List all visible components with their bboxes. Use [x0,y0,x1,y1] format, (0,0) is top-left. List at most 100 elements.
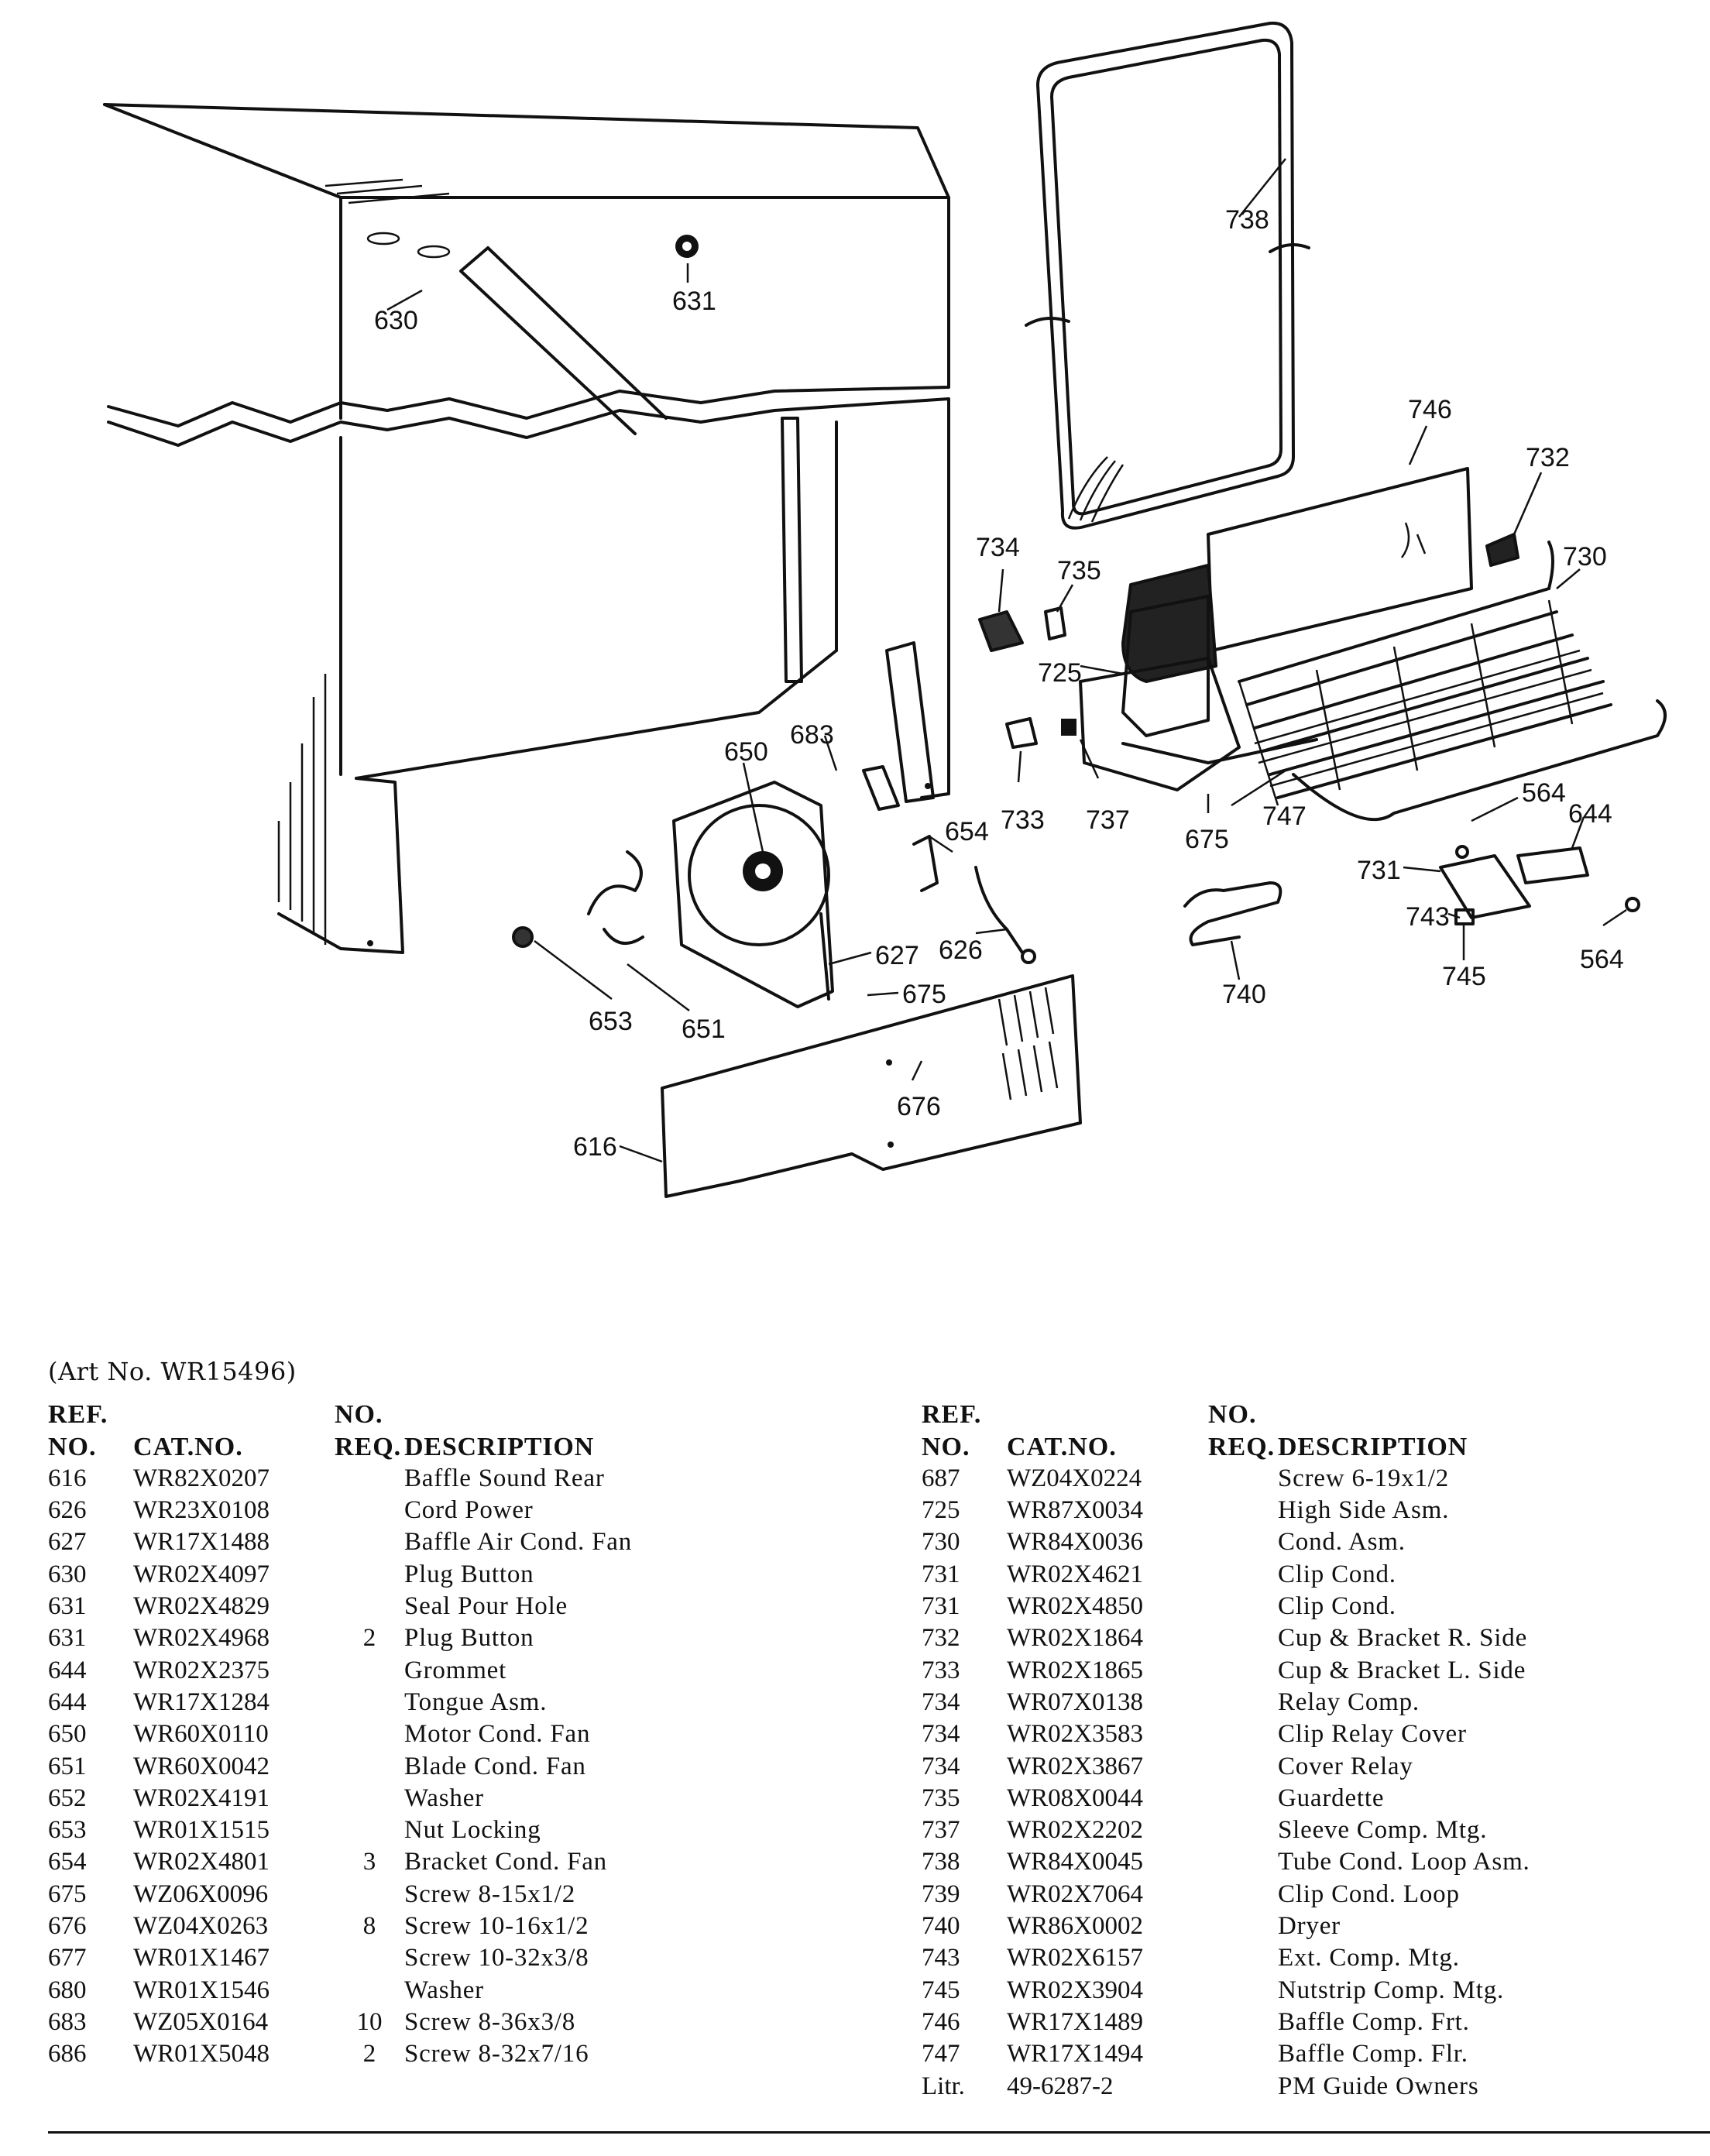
qty-cell [1208,1911,1278,1942]
table-header-row-bottom: NO. CAT.NO. REQ. DESCRIPTION [48,1430,730,1462]
callout-737: 737 [1086,805,1130,835]
header-cat-no: CAT.NO. [133,1432,243,1461]
ref-no-cell: Litr. [922,2072,965,2100]
qty-cell [1208,1814,1278,1846]
cat-no-cell: WR02X6157 [1007,1944,1143,1972]
callout-734: 734 [976,533,1020,562]
parts-table-right: REF. NO. NO. CAT.NO. REQ. DESCRIPTION 68… [922,1399,1603,2103]
ref-no-cell: 644 [48,1687,87,1716]
callout-675-top: 675 [1185,825,1229,854]
qty-cell: 2 [362,1624,376,1653]
qty-cell [335,1718,404,1750]
ref-no-cell: 630 [48,1560,87,1588]
small-parts-right [978,533,1640,946]
exploded-parts-diagram: 630 631 738 746 732 730 734 735 725 683 … [103,21,1667,1198]
qty-cell: 3 [362,1848,376,1876]
cat-no-cell: WR02X4801 [133,1848,270,1876]
cat-no-cell: WR01X1515 [133,1816,270,1845]
cat-no-cell: WR17X1488 [133,1528,270,1557]
description-cell: Clip Cond. [1278,1592,1396,1621]
callout-725: 725 [1038,658,1082,688]
qty-cell [335,1878,404,1910]
description-cell: Motor Cond. Fan [404,1720,591,1749]
ref-no-cell: 738 [922,1848,960,1876]
qty-cell [1208,1654,1278,1686]
callout-653: 653 [589,1007,633,1036]
qty-cell [335,1783,404,1814]
header-no: NO. [335,1400,383,1430]
ref-no-cell: 734 [922,1752,960,1780]
cat-no-cell: WR84X0045 [1007,1848,1143,1876]
description-cell: Guardette [1278,1784,1385,1812]
description-cell: Cond. Asm. [1278,1528,1406,1557]
cat-no-cell: WR82X0207 [133,1464,270,1492]
callout-650: 650 [724,737,768,767]
cat-no-cell: WR02X4191 [133,1784,270,1812]
qty-cell [335,1974,404,2006]
qty-cell [1208,1495,1278,1526]
callout-746: 746 [1408,395,1452,424]
qty-cell [1208,1974,1278,2006]
description-cell: Blade Cond. Fan [404,1752,586,1780]
description-cell: Washer [404,1784,484,1812]
parts-table-left: REF. NO. NO. CAT.NO. REQ. DESCRIPTION 61… [48,1399,730,2070]
qty-cell [1208,1750,1278,1782]
art-number-caption: (Art No. WR15496) [48,1357,297,1386]
cat-no-cell: WR02X3583 [1007,1720,1143,1749]
callout-743: 743 [1406,902,1450,932]
header-description: DESCRIPTION [1278,1432,1468,1461]
qty-cell [335,1654,404,1686]
cat-no-cell: WR02X4850 [1007,1592,1143,1621]
qty-cell [335,1591,404,1622]
table-header-row-top: REF. NO. [922,1399,1603,1430]
qty-cell: 10 [356,2007,383,2036]
ref-no-cell: 651 [48,1752,87,1780]
description-cell: Screw 8-36x3/8 [404,2007,576,2036]
description-cell: Sleeve Comp. Mtg. [1278,1816,1488,1845]
ref-no-cell: 747 [922,2040,960,2068]
ref-no-cell: 631 [48,1624,87,1653]
cat-no-cell: WR02X4097 [133,1560,270,1588]
cat-no-cell: WR02X4829 [133,1592,270,1621]
callout-735: 735 [1057,556,1101,585]
rear-sound-baffle [661,974,1082,1198]
description-cell: Plug Button [404,1560,534,1588]
qty-cell [1208,1846,1278,1878]
description-cell: PM Guide Owners [1278,2072,1479,2100]
callout-651: 651 [682,1014,726,1044]
callout-630: 630 [374,306,418,335]
callout-733: 733 [1001,805,1045,835]
qty-cell [335,1814,404,1846]
cat-no-cell: WR86X0002 [1007,1912,1143,1941]
callout-740: 740 [1222,980,1266,1009]
qty-cell [1208,1463,1278,1495]
ref-no-cell: 675 [48,1880,87,1908]
description-cell: Cord Power [404,1496,534,1525]
cat-no-cell: WR02X2375 [133,1656,270,1684]
cabinet-top [103,103,950,435]
qty-cell: 2 [362,2040,376,2068]
cat-no-cell: WR60X0110 [133,1720,269,1749]
ref-no-cell: 677 [48,1944,87,1972]
description-cell: Nut Locking [404,1816,541,1845]
ref-no-cell: 745 [922,1976,960,2004]
ref-no-cell: 654 [48,1848,87,1876]
